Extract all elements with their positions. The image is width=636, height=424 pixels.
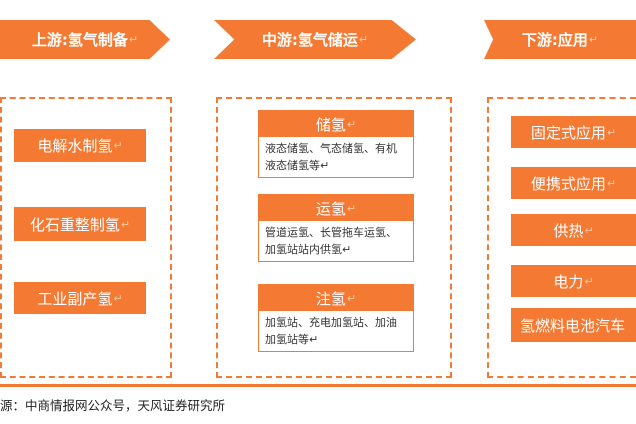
paragraph-mark-icon: ↵: [128, 33, 139, 46]
upstream-panel: [0, 97, 172, 378]
downstream-item-label: 便携式应用: [530, 174, 606, 193]
paragraph-mark-icon: ↵: [320, 159, 330, 172]
paragraph-mark-icon: ↵: [584, 274, 594, 288]
upstream-item-label: 工业副产氢: [37, 289, 113, 308]
paragraph-mark-icon: ↵: [346, 117, 357, 131]
paragraph-mark-icon: ↵: [120, 217, 131, 231]
upstream-item: 工业副产氢↵: [14, 282, 146, 314]
paragraph-mark-icon: ↵: [588, 33, 599, 46]
refueling-group: 注氢↵ 加氢站、充电加氢站、加油加氢站等↵: [258, 284, 414, 352]
group-desc-text: 液态储氢、气态储氢、有机液态储氢等: [265, 142, 397, 172]
downstream-item-label: 供热: [553, 221, 584, 240]
upstream-item: 化石重整制氢↵: [14, 207, 146, 241]
group-title-label: 运氢: [315, 199, 346, 218]
storage-group: 储氢↵ 液态储氢、气态储氢、有机液态储氢等↵: [258, 110, 414, 178]
paragraph-mark-icon: ↵: [584, 223, 594, 237]
footer-divider: [0, 384, 636, 387]
midstream-panel: [216, 97, 452, 378]
downstream-header: 下游:应用↵: [484, 20, 636, 59]
upstream-item-label: 电解水制氢: [37, 137, 113, 155]
downstream-item: 氢燃料电池汽车: [511, 308, 636, 342]
downstream-item: 供热↵: [511, 214, 636, 246]
downstream-item: 便携式应用↵: [511, 167, 636, 199]
group-desc-text: 管道运氢、长管拖车运氢、加氢站站内供氢: [265, 226, 397, 256]
upstream-header: 上游:氢气制备↵: [0, 20, 170, 59]
group-title-label: 储氢: [315, 115, 346, 134]
transport-group-title: 运氢↵: [259, 195, 413, 221]
downstream-item-label: 氢燃料电池汽车: [520, 316, 626, 335]
paragraph-mark-icon: ↵: [346, 291, 357, 305]
downstream-item: 固定式应用↵: [511, 116, 636, 148]
paragraph-mark-icon: ↵: [358, 33, 369, 46]
paragraph-mark-icon: ↵: [606, 125, 617, 139]
paragraph-mark-icon: ↵: [606, 176, 617, 190]
downstream-header-label: 下游:应用: [521, 31, 588, 49]
midstream-header: 中游:氢气储运↵: [214, 20, 416, 59]
midstream-header-label: 中游:氢气储运: [261, 31, 358, 49]
paragraph-mark-icon: ↵: [309, 333, 319, 346]
refueling-group-title: 注氢↵: [259, 285, 413, 311]
upstream-item-label: 化石重整制氢: [29, 215, 120, 234]
transport-group: 运氢↵ 管道运氢、长管拖车运氢、加氢站站内供氢↵: [258, 194, 414, 262]
upstream-item: 电解水制氢↵: [14, 129, 146, 162]
downstream-item-label: 固定式应用: [530, 123, 606, 142]
downstream-item-label: 电力: [553, 272, 584, 291]
storage-group-title: 储氢↵: [259, 111, 413, 137]
downstream-item: 电力↵: [511, 265, 636, 297]
source-note: 源：中商情报网公众号，天风证券研究所: [0, 398, 226, 413]
paragraph-mark-icon: ↵: [113, 291, 123, 305]
refueling-group-desc: 加氢站、充电加氢站、加油加氢站等↵: [259, 311, 413, 351]
transport-group-desc: 管道运氢、长管拖车运氢、加氢站站内供氢↵: [259, 221, 413, 261]
storage-group-desc: 液态储氢、气态储氢、有机液态储氢等↵: [259, 137, 413, 177]
group-title-label: 注氢: [315, 289, 346, 308]
paragraph-mark-icon: ↵: [113, 139, 123, 152]
group-desc-text: 加氢站、充电加氢站、加油加氢站等: [265, 316, 397, 346]
upstream-header-label: 上游:氢气制备: [31, 31, 128, 49]
downstream-panel: [487, 97, 636, 378]
paragraph-mark-icon: ↵: [342, 243, 352, 256]
paragraph-mark-icon: ↵: [346, 201, 357, 215]
